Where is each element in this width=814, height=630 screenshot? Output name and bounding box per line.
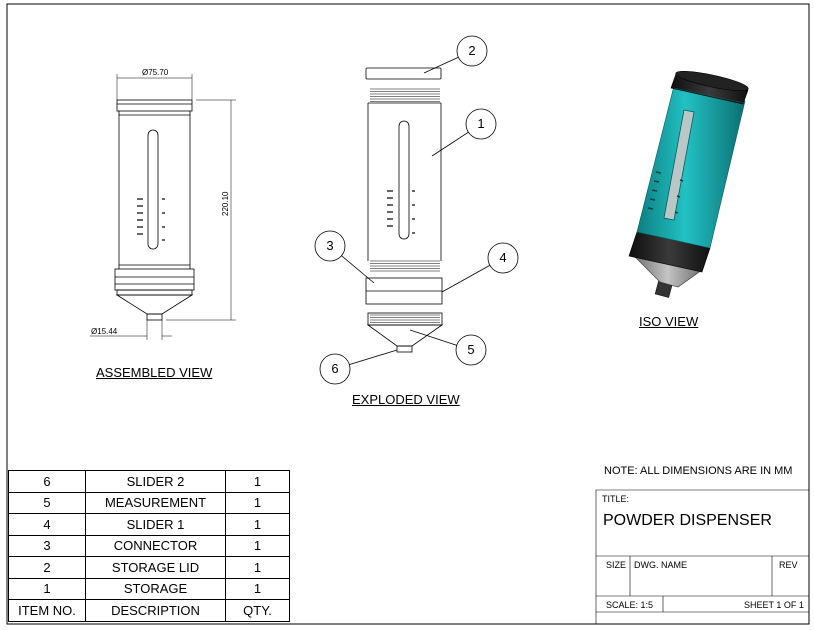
rev-label: REV (779, 560, 798, 570)
title-block-frame (595, 489, 809, 624)
bom-description: SLIDER 2 (85, 470, 226, 493)
bom-qty: 1 (225, 491, 290, 514)
bom-description: STORAGE (85, 577, 226, 600)
bom-description: MEASUREMENT (85, 491, 226, 514)
iso-shadow-line (673, 87, 746, 104)
scale-label: SCALE: 1:5 (606, 600, 654, 610)
balloon-1: 1 (477, 116, 485, 131)
top-diameter-dimension: Ø75.70 (142, 68, 169, 77)
assembled-view (114, 99, 195, 321)
assembled-view-label: ASSEMBLED VIEW (96, 365, 213, 380)
bom-item-no: 4 (8, 513, 86, 536)
balloons (314, 35, 519, 385)
sheet-border (6, 3, 810, 625)
bom-item-no: 5 (8, 491, 86, 514)
assembled-dimensions (90, 74, 236, 340)
balloon-3: 3 (326, 238, 334, 253)
bom-header-qty: QTY. (225, 599, 290, 622)
bom-description: CONNECTOR (85, 534, 226, 557)
sheet-label: SHEET 1 OF 1 (744, 600, 804, 610)
nozzle-diameter-dimension: Ø15.44 (91, 327, 118, 336)
bom-description: STORAGE LID (85, 556, 226, 579)
height-dimension: 220.10 (221, 191, 230, 216)
bom-item-no: 6 (8, 470, 86, 493)
exploded-view-label: EXPLODED VIEW (352, 392, 460, 407)
drawing-title: POWDER DISPENSER (603, 512, 772, 529)
balloon-2: 2 (468, 43, 476, 58)
bom-qty: 1 (225, 470, 290, 493)
dwg-name-label: DWG. NAME (634, 560, 687, 570)
bom-item-no: 2 (8, 556, 86, 579)
iso-view-label: ISO VIEW (639, 314, 699, 329)
balloon-5: 5 (467, 342, 475, 357)
bom-description: SLIDER 1 (85, 513, 226, 536)
bom-item-no: 3 (8, 534, 86, 557)
bom-header-description: DESCRIPTION (85, 599, 226, 622)
bom-qty: 1 (225, 577, 290, 600)
balloon-6: 6 (331, 361, 339, 376)
dimensions-note: NOTE: ALL DIMENSIONS ARE IN MM (604, 465, 793, 477)
exploded-view (365, 67, 444, 353)
title-label: TITLE: (602, 494, 630, 504)
bom-qty: 1 (225, 534, 290, 557)
bom-qty: 1 (225, 513, 290, 536)
bom-qty: 1 (225, 556, 290, 579)
size-label: SIZE (606, 560, 627, 570)
balloon-4: 4 (499, 250, 507, 265)
bom-header-item-no: ITEM NO. (8, 599, 86, 622)
bom-item-no: 1 (8, 577, 86, 600)
iso-view (628, 71, 749, 298)
